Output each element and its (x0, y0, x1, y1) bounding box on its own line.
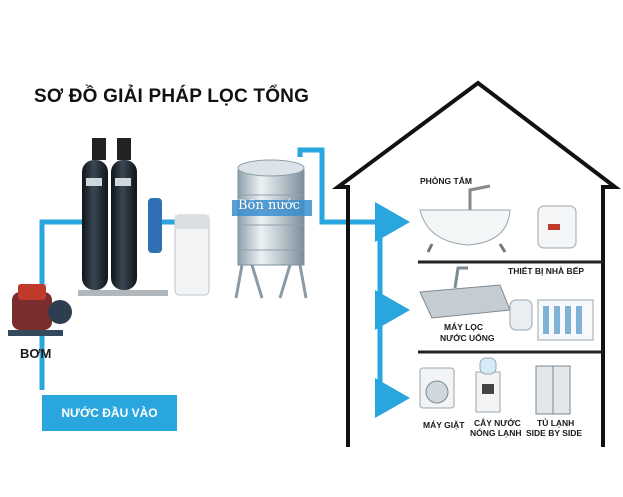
purifier-label-line2: NƯỚC UỐNG (440, 333, 495, 343)
bathtub-icon (419, 184, 511, 253)
water-heater-icon (537, 205, 577, 249)
purifier-label-line1: MÁY LỌC (444, 322, 484, 332)
fridge-label-line2: SIDE BY SIDE (526, 428, 583, 438)
house-outline (331, 80, 621, 447)
side-by-side-fridge-icon (535, 365, 571, 415)
pipe-tank-outlet (297, 147, 380, 225)
pipe-network (39, 147, 410, 418)
pump-icon (8, 284, 72, 336)
kitchen-sink-icon (419, 266, 511, 319)
kitchen-label: THIẾT BỊ NHÀ BẾP (508, 266, 585, 276)
twin-filter-columns-icon (78, 138, 168, 296)
dispenser-label-line2: NÓNG LẠNH (470, 428, 522, 438)
house-floors (418, 260, 603, 354)
inlet-label: NƯỚC ĐẦU VÀO (42, 395, 177, 431)
water-purifier-icon (509, 299, 594, 341)
dispenser-label-line1: CÂY NƯỚC (474, 418, 521, 428)
softener-tank-icon (174, 214, 210, 296)
water-tank-icon (232, 159, 312, 299)
washer-label: MÁY GIẶT (423, 420, 465, 430)
tank-label: Bồn nước (238, 198, 300, 213)
page-title: SƠ ĐỒ GIẢI PHÁP LỌC TỔNG (34, 86, 310, 107)
washing-machine-icon (419, 367, 455, 409)
water-dispenser-icon (475, 357, 501, 413)
fridge-label-line1: TỦ LẠNH (537, 418, 575, 428)
pump-label: BƠM (20, 346, 52, 361)
bathroom-label: PHÒNG TẮM (420, 176, 472, 186)
